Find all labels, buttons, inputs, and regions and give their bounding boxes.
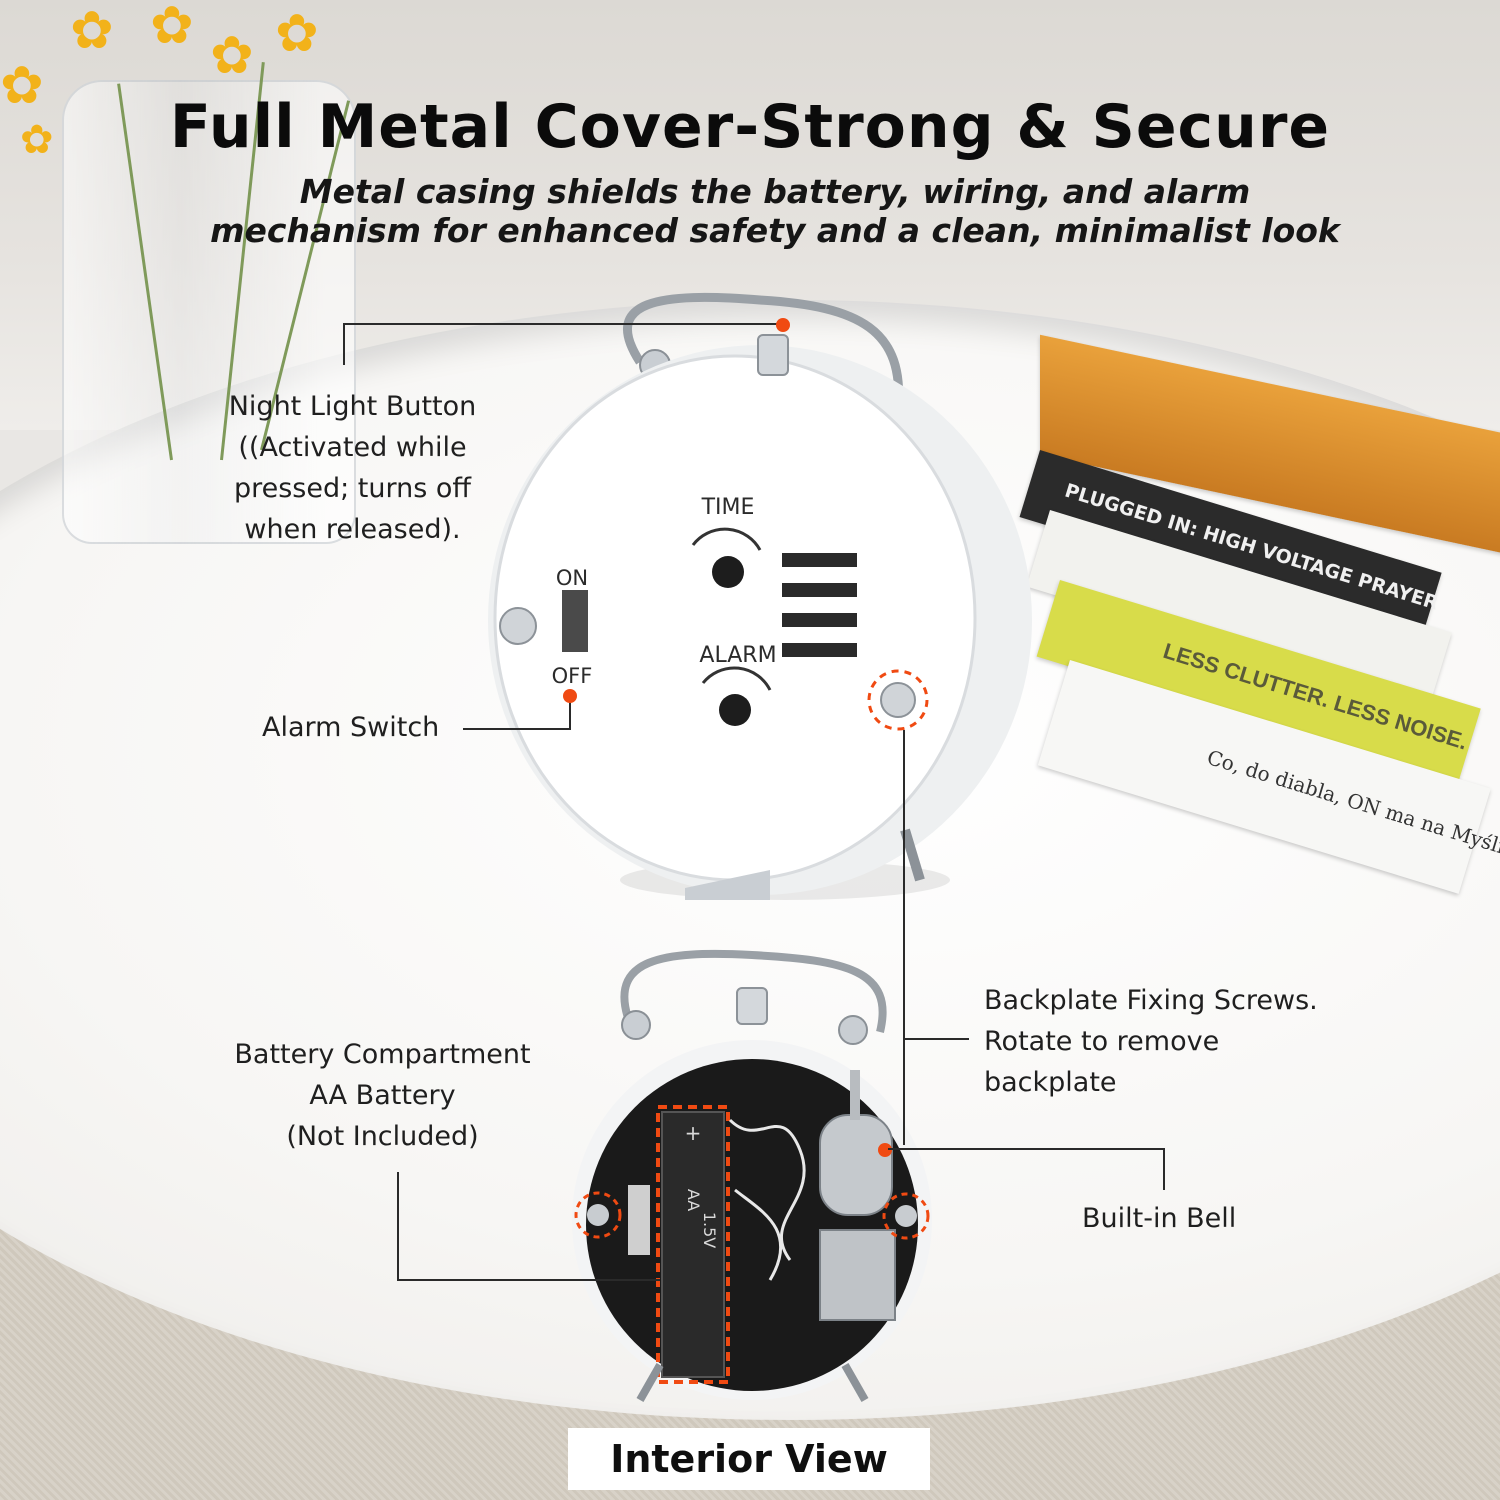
battery-holder [661,1111,725,1378]
interior-screw-highlight-left [574,1191,622,1239]
battery-plus-marking: + [685,1121,702,1145]
night-light-button-graphic [757,334,789,376]
battery-leader-h [397,1279,660,1281]
alarm-switch-label: Alarm Switch [262,712,440,743]
page-subtitle: Metal casing shields the battery, wiring… [130,172,1420,250]
sunflower: ✿ [210,26,254,86]
backplate-screws-label-line: backplate [984,1067,1117,1098]
interior-night-light-button [736,987,768,1025]
bell-graphic [819,1114,893,1216]
bell-motor [819,1229,896,1321]
night-light-leader-v [343,323,345,365]
screw-highlight-ring [867,669,929,731]
night-light-label-line: Night Light Button [228,391,477,422]
night-light-label-line: ((Activated while [238,432,467,463]
battery-compartment-label-line: Battery Compartment [234,1039,531,1070]
interior-screw-highlight-right [882,1192,930,1240]
clock-handle [623,292,904,411]
screws-leader-v [903,730,905,1145]
backplate-screws-label: Backplate Fixing Screws. Rotate to remov… [984,980,1318,1103]
interior-handle-knob-left [621,1010,651,1040]
alarm-arrow [701,666,772,691]
interior-view-caption: Interior View [610,1437,888,1481]
interior-foot-right [841,1363,869,1402]
bell-leader-h [888,1148,1165,1150]
alarm-switch-leader-v [569,696,571,730]
glass-vase [62,80,356,544]
night-light-label-line: when released). [244,514,461,545]
caption-box [568,1428,930,1490]
battery-voltage-marking: 1.5V [700,1212,719,1248]
screws-leader-h [903,1038,969,1040]
alarm-knob-label: ALARM [699,643,776,668]
time-arrow [691,527,762,551]
battery-compartment-label-line: (Not Included) [286,1121,479,1152]
battery-highlight [656,1105,730,1384]
battery-type-marking: AA [684,1189,703,1211]
backplate-screws-label-line: Backplate Fixing Screws. [984,985,1318,1016]
alarm-knob [719,694,751,726]
bell-hammer [850,1070,860,1120]
clock-foot-right [900,828,925,882]
interior-foot-left [636,1363,664,1402]
night-light-marker [776,318,790,332]
night-light-label-line: pressed; turns off [233,473,472,504]
clock-foot-left [685,870,770,900]
alarm-switch-slot [562,590,588,652]
subtitle-line-1: Metal casing shields the battery, wiring… [299,172,1251,211]
interior-clock-handle [620,949,887,1033]
alarm-switch-leader-h [463,728,571,730]
speaker-slot [782,643,857,657]
switch-on-label: ON [556,566,588,590]
sunflower: ✿ [0,56,44,116]
night-light-leader-h [343,323,783,325]
time-knob [712,556,744,588]
bell-leader-v [1163,1148,1165,1190]
interior-switch [628,1185,650,1255]
interior-handle-knob-right [838,1015,868,1045]
interior-screw-right [895,1205,917,1227]
alarm-switch-marker [563,689,577,703]
subtitle-line-2: mechanism for enhanced safety and a clea… [210,211,1340,250]
night-light-label: Night Light Button ((Activated while pre… [180,386,525,550]
sunflower: ✿ [150,0,194,56]
backplate-screw-left [499,607,537,645]
wiring [734,1188,783,1281]
backplate-screw-right [880,682,916,718]
speaker-slot [782,613,857,627]
page-title: Full Metal Cover-Strong & Secure [169,92,1331,162]
speaker-slot [782,553,857,567]
sunflower: ✿ [70,1,114,61]
sunflower: ✿ [20,117,54,163]
speaker-slot [782,583,857,597]
battery-leader-v [397,1172,399,1281]
time-knob-label: TIME [701,495,755,520]
bell-marker [878,1143,892,1157]
switch-off-label: OFF [552,664,593,688]
backplate-screws-label-line: Rotate to remove [984,1026,1220,1057]
interior-screw-left [587,1204,609,1226]
built-in-bell-label: Built-in Bell [1082,1203,1237,1234]
sunflower: ✿ [275,4,319,64]
battery-compartment-label: Battery Compartment AA Battery (Not Incl… [210,1034,555,1157]
wiring [728,1118,806,1261]
battery-compartment-label-line: AA Battery [309,1080,456,1111]
